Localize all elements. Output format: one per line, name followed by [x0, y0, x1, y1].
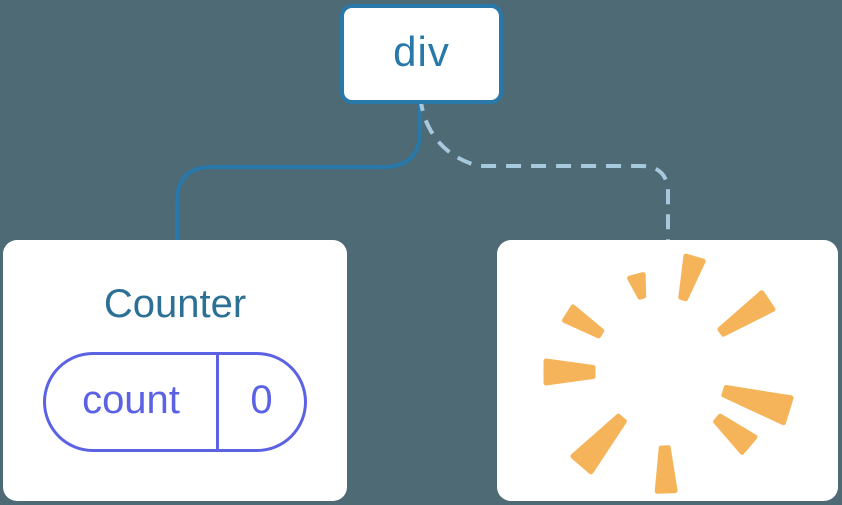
state-value-cell: 0 [219, 355, 304, 449]
node-div-label: div [393, 28, 450, 75]
poof-explosion-icon [543, 253, 794, 494]
connector-solid-line [175, 100, 422, 243]
poof-ray [717, 290, 776, 337]
tree-node-removed [497, 240, 838, 501]
poof-ray [721, 385, 794, 426]
tree-node-div: div [340, 4, 503, 104]
state-pill: count 0 [43, 352, 307, 452]
state-value-label: 0 [250, 378, 273, 422]
poof-ray [654, 445, 678, 494]
state-key-label: count [82, 378, 180, 422]
state-key-cell: count [46, 355, 219, 449]
poof-ray [713, 413, 758, 455]
poof-ray [627, 272, 647, 300]
poof-ray [562, 304, 605, 339]
connector-dashed-line [419, 101, 670, 243]
poof-ray [570, 413, 627, 475]
poof-ray [678, 253, 706, 302]
tree-node-counter: Counter count 0 [3, 240, 347, 501]
component-name-label: Counter [103, 282, 247, 326]
poof-ray [543, 358, 596, 386]
